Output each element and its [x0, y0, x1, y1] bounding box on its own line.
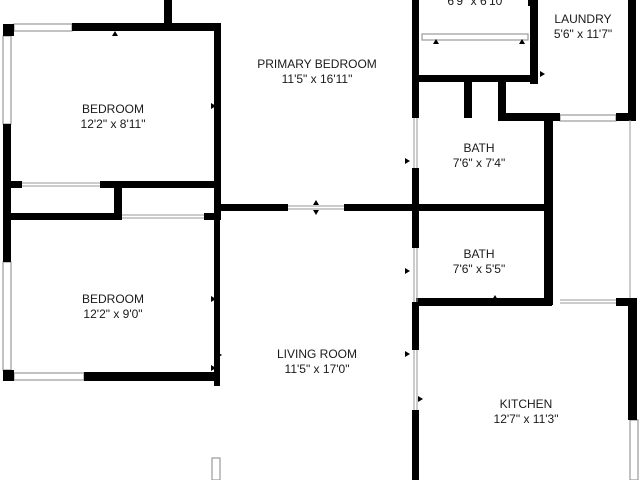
wall-kitchen-top-right [616, 298, 636, 306]
room-name: LAUNDRY [554, 12, 612, 26]
window-bedroom1-left [2, 35, 12, 125]
wall-bath2-bottom [416, 298, 552, 306]
window-living-bottom [211, 457, 221, 480]
room-size: 5'6" x 11'7" [553, 27, 613, 41]
room-name: BEDROOM [81, 292, 145, 306]
wall-laundry-bottom-left [498, 113, 560, 121]
room-size: 12'2" x 9'0" [83, 307, 143, 321]
room-size: 12'7" x 11'3" [493, 412, 559, 426]
wall-closet-divider [114, 185, 122, 216]
wall-b2-leftcap [3, 370, 14, 381]
room-label-living-room: LIVING ROOM 11'5" x 17'0" [277, 347, 357, 377]
room-size: 7'6" x 5'5" [452, 262, 506, 276]
window-laundry-bottom [559, 114, 617, 122]
room-size: 12'2" x 8'11" [80, 117, 146, 131]
wall-b2-bottom [84, 372, 220, 381]
wall-b1-bottom-left [11, 181, 22, 188]
wall-laundry-bottom-right [616, 113, 636, 121]
wall-b2-top [11, 213, 122, 220]
room-label-bedroom-1: BEDROOM 12'2" x 8'11" [81, 102, 146, 132]
window-bedroom1-top [13, 23, 73, 32]
window-bedroom2-bottom [13, 372, 85, 381]
room-size: 7'6" x 7'4" [452, 156, 506, 170]
room-size: 6'9" x 6'10" [447, 0, 507, 8]
wall-east-bottom [412, 410, 419, 480]
wall-closet-stub1 [464, 80, 472, 118]
room-label-bath-1: BATH 7'6" x 7'4" [453, 141, 505, 171]
window-closet-top [421, 33, 529, 41]
wall-closet-bottom [416, 75, 534, 82]
wall-bath-divider [416, 204, 548, 211]
room-label-primary-bedroom: PRIMARY BEDROOM 11'5" x 16'11" [257, 57, 377, 87]
window-bedroom2-left [2, 261, 12, 371]
wall-b1-topstub [164, 0, 172, 27]
wall-b1-leftcap [3, 24, 14, 36]
room-name: PRIMARY BEDROOM [257, 57, 377, 71]
room-label-laundry: LAUNDRY 5'6" x 11'7" [554, 12, 612, 42]
room-name: BATH [463, 141, 495, 155]
window-kitchen-right [629, 419, 639, 480]
room-label-bedroom-2: BEDROOM 12'2" x 9'0" [82, 292, 144, 322]
room-label-bath-2: BATH 7'6" x 5'5" [453, 247, 505, 277]
room-size: 11'5" x 16'11" [281, 72, 353, 86]
wall-closet-stub2 [498, 80, 506, 118]
wall-closet-right [530, 0, 538, 84]
wall-b2-top-right [204, 213, 216, 220]
wall-primary-bottom-left [216, 204, 288, 211]
wall-bath1-right [544, 115, 553, 305]
wall-east-mid [412, 168, 419, 248]
wall-closet-left [415, 20, 419, 80]
wall-center-lower [214, 216, 220, 386]
wall-b1-bottom [100, 181, 214, 188]
wall-kitchen-right [628, 298, 637, 420]
walls [3, 0, 637, 480]
wall-east-lower [412, 302, 419, 350]
door-jambs [22, 118, 631, 410]
room-size: 11'5" x 17'0" [284, 362, 350, 376]
wall-center-upper [214, 23, 221, 220]
room-label-closet: 6'9" x 6'10" [447, 0, 506, 9]
wall-laundry-right [628, 0, 636, 120]
wall-laundry-top [528, 0, 536, 6]
room-name: LIVING ROOM [276, 347, 358, 361]
wall-primary-bottom-right [344, 204, 416, 211]
room-label-kitchen: KITCHEN 12'7" x 11'3" [494, 397, 559, 427]
door-markers [112, 31, 545, 402]
room-name: KITCHEN [499, 397, 553, 411]
room-name: BATH [463, 247, 495, 261]
room-name: BEDROOM [81, 102, 145, 116]
wall-b1-top [72, 23, 221, 31]
wall-b1-left [3, 124, 11, 262]
